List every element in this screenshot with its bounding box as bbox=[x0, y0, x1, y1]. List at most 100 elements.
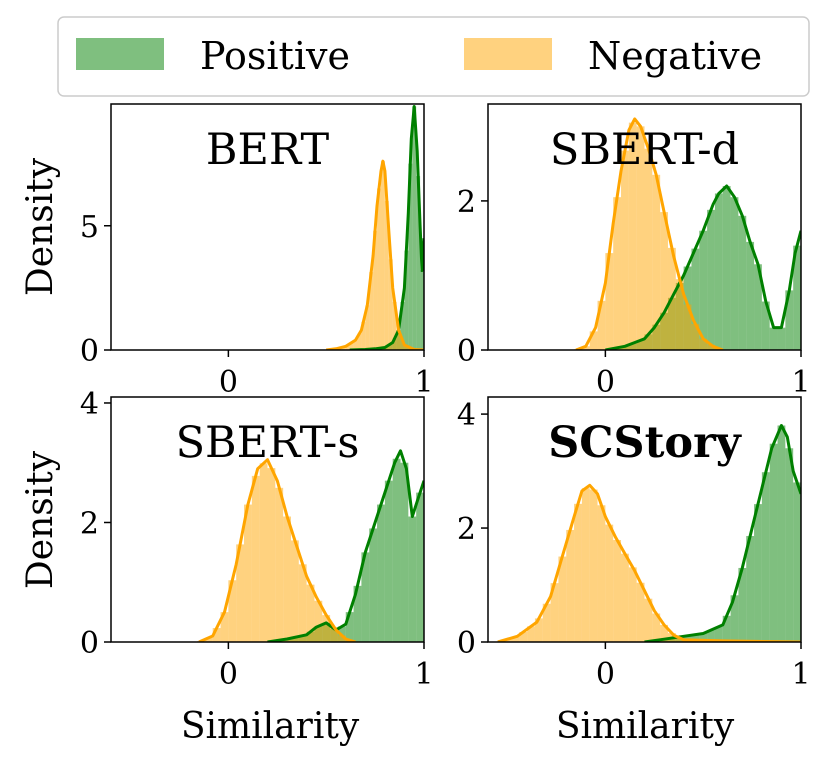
scstory-xtick-label: 1 bbox=[791, 657, 810, 692]
scstory-positive-hist-bar bbox=[691, 634, 700, 642]
sbert-d-negative-hist-bar bbox=[613, 197, 622, 350]
bert-title: BERT bbox=[206, 125, 330, 175]
scstory-negative-hist-bar bbox=[566, 529, 575, 642]
sbert-s-positive-hist-bar bbox=[361, 552, 370, 642]
sbert-s-positive-hist-bar bbox=[353, 585, 362, 642]
bert-negative-hist-bar bbox=[357, 333, 362, 350]
scstory-positive-hist-bar bbox=[746, 536, 755, 642]
scstory-positive-kde-line bbox=[644, 424, 801, 642]
legend-swatch-negative bbox=[464, 38, 552, 70]
sbert-s-negative-hist-bar bbox=[220, 612, 229, 642]
bert-negative-hist-bar bbox=[369, 272, 374, 350]
sbert-s-positive-hist-bar bbox=[400, 462, 409, 642]
bert-negative-hist-bar bbox=[396, 330, 401, 350]
y-axis-label-top: Density bbox=[20, 157, 61, 296]
sbert-s-negative-hist-bar bbox=[236, 544, 245, 642]
sbert-d-title: SBERT-d bbox=[550, 125, 739, 175]
scstory-ytick-label: 4 bbox=[457, 398, 476, 433]
sbert-d-negative-hist-bar bbox=[707, 344, 715, 350]
sbert-d-negative-hist-bar bbox=[581, 346, 590, 350]
bert-xtick-label: 1 bbox=[414, 365, 433, 400]
sbert-s-negative-hist-bar bbox=[330, 627, 338, 642]
legend: Positive Negative bbox=[57, 16, 810, 97]
sbert-d-positive-hist-bar bbox=[714, 193, 723, 350]
bert-negative-hist-bar bbox=[392, 301, 397, 350]
sbert-s-positive-hist-bar bbox=[384, 480, 393, 642]
bert-negative-hist-bar bbox=[373, 230, 378, 350]
legend-swatch-positive bbox=[76, 38, 164, 70]
scstory-positive-hist-bar bbox=[777, 425, 786, 642]
sbert-s-negative-kde-line bbox=[198, 458, 356, 642]
scstory-negative-hist-bar bbox=[574, 503, 582, 642]
sbert-s-negative-hist-bar bbox=[298, 564, 307, 642]
scstory-negative-hist-bar bbox=[511, 636, 520, 642]
sbert-d-negative-hist-bar bbox=[636, 126, 645, 350]
scstory-xtick-label: 0 bbox=[596, 657, 615, 692]
bert-negative-hist-bar bbox=[404, 345, 409, 350]
bert-negative-hist-bar bbox=[384, 200, 389, 350]
scstory-negative-hist-bar bbox=[527, 626, 535, 642]
sbert-s-positive-hist-bar bbox=[369, 528, 378, 642]
scstory-negative-hist-bar bbox=[660, 624, 668, 642]
bert-axes-frame bbox=[110, 103, 425, 351]
sbert-s-negative-hist-bar bbox=[251, 475, 260, 642]
sbert-d-positive-hist-bar bbox=[746, 241, 755, 350]
sbert-s-negative-hist-bar bbox=[290, 540, 299, 642]
sbert-s-negative-hist-bar bbox=[204, 637, 213, 642]
sbert-d-negative-hist-bar bbox=[652, 174, 661, 350]
sbert-d-xtick-label: 0 bbox=[596, 365, 615, 400]
sbert-s-xtick-label: 1 bbox=[414, 657, 433, 692]
scstory-positive-hist-bar bbox=[761, 472, 770, 642]
scstory-negative-hist-bar bbox=[550, 583, 559, 642]
bert-positive-hist-bar bbox=[400, 301, 405, 350]
sbert-d-plot-area bbox=[574, 117, 801, 350]
bert-ytick-label: 5 bbox=[80, 210, 99, 245]
sbert-s-xtick-label: 0 bbox=[219, 657, 238, 692]
bert-positive-hist-bar bbox=[420, 270, 424, 350]
bert-plot-area bbox=[326, 105, 424, 350]
sbert-s-negative-hist-bar bbox=[283, 516, 291, 642]
sbert-s-negative-hist-bar bbox=[259, 463, 268, 642]
sbert-s-negative-hist-bar bbox=[337, 635, 346, 642]
bert-negative-hist-bar bbox=[380, 161, 385, 350]
sbert-d-xtick-label: 1 bbox=[791, 365, 810, 400]
x-axis-label-right: Similarity bbox=[556, 706, 735, 747]
scstory-positive-hist-bar bbox=[754, 504, 762, 642]
sbert-d-negative-hist-bar bbox=[621, 150, 629, 350]
bert-negative-hist-bar bbox=[341, 346, 346, 350]
scstory-positive-hist-bar bbox=[699, 633, 708, 642]
sbert-d-positive-hist-bar bbox=[785, 290, 794, 350]
bert-xtick-label: 0 bbox=[219, 365, 238, 400]
scstory-negative-hist-bar bbox=[675, 637, 684, 642]
scstory-positive-hist-bar bbox=[738, 567, 747, 642]
sbert-d-axes-frame bbox=[487, 103, 802, 351]
scstory-title: SCStory bbox=[548, 418, 743, 468]
legend-label-negative: Negative bbox=[588, 34, 762, 78]
scstory-negative-hist-bar bbox=[644, 598, 653, 642]
bert-negative-kde-line bbox=[326, 159, 424, 350]
sbert-d-positive-hist-bar bbox=[769, 327, 778, 350]
sbert-d-negative-hist-bar bbox=[644, 148, 653, 350]
x-axis-label-left: Similarity bbox=[181, 706, 360, 747]
sbert-d-positive-hist-bar bbox=[707, 209, 715, 350]
sbert-d-negative-hist-bar bbox=[597, 300, 606, 350]
sbert-d-positive-hist-bar bbox=[691, 248, 700, 350]
scstory-positive-hist-bar bbox=[714, 626, 723, 642]
bert-negative-hist-bar bbox=[400, 340, 405, 350]
sbert-s-negative-hist-bar bbox=[212, 628, 221, 642]
scstory-positive-hist-bar bbox=[785, 448, 794, 642]
scstory-positive-hist-bar bbox=[730, 595, 739, 642]
bert-positive-hist-bar bbox=[412, 106, 417, 350]
scstory-negative-hist-bar bbox=[597, 505, 606, 642]
sbert-d-negative-kde-line bbox=[575, 117, 724, 350]
bert-negative-hist-bar bbox=[353, 340, 358, 350]
sbert-d-positive-hist-bar bbox=[699, 230, 708, 350]
sbert-d-negative-hist-bar bbox=[683, 304, 692, 350]
sbert-d-negative-hist-bar bbox=[628, 122, 637, 350]
scstory-negative-hist-bar bbox=[605, 524, 614, 642]
y-axis-label-bottom: Density bbox=[20, 450, 61, 589]
sbert-s-negative-hist-bar bbox=[275, 487, 284, 642]
